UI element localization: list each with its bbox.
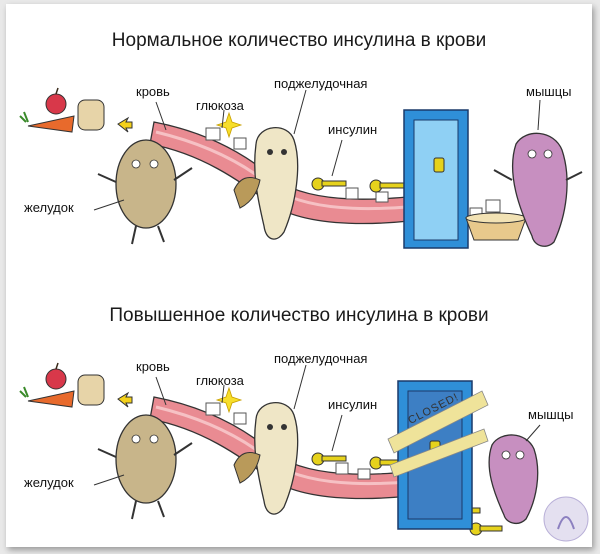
leader-lines [93,364,541,486]
leader-lines [93,89,541,211]
food-items [19,87,133,133]
food-items [19,362,133,408]
glucose-cubes [205,127,501,219]
label-blood: кровь [136,84,170,99]
label-stomach: желудок [24,475,74,490]
panel-title: Повышенное количество инсулина в крови [109,305,489,326]
label-muscles: мышцы [526,84,572,99]
label-glucose: глюкоза [196,373,244,388]
label-insulin: инсулин [328,122,378,137]
scene-normal [19,87,583,249]
label-insulin: инсулин [328,397,378,412]
stomach-character [97,139,193,245]
label-pancreas: поджелудочная [274,76,368,91]
pancreas-character [233,402,299,515]
label-blood: кровь [136,359,170,374]
stomach-character [97,414,193,520]
scene-high-insulin [19,362,589,542]
panel-normal-insulin: Нормальное количество инсулина в крови [6,4,592,274]
panel-high-insulin: Повышенное количество инсулина в крови [6,279,592,549]
muscle-cell-door-open [403,109,469,249]
pancreas-character [233,127,299,240]
label-glucose: глюкоза [196,98,244,113]
label-stomach: желудок [24,200,74,215]
muscle-character [488,434,539,525]
muscle-cell-door-closed [387,380,489,530]
sugar-cup [465,212,527,241]
label-muscles: мышцы [528,407,574,422]
label-pancreas: поджелудочная [274,351,368,366]
illustration-card: Нормальное количество инсулина в крови [6,4,592,547]
muscle-character [493,132,583,247]
panel-title: Нормальное количество инсулина в крови [111,30,487,51]
watermark-logo [543,496,589,542]
